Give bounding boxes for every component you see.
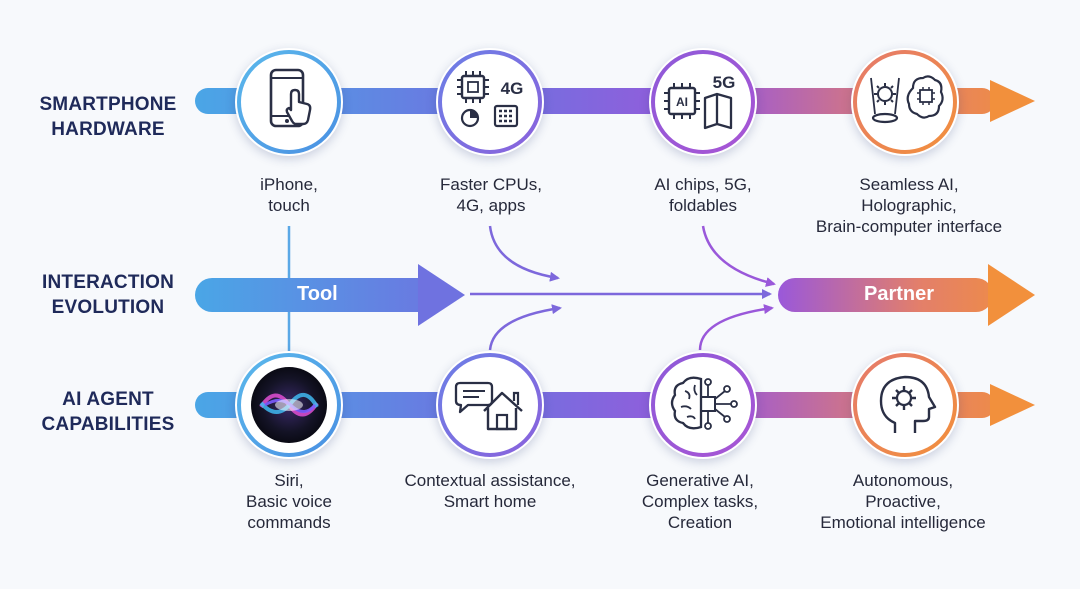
agent-caption-2-line1: Contextual assistance, bbox=[404, 471, 576, 490]
hardware-node-2: 4G bbox=[436, 48, 544, 156]
hardware-caption-1-line1: iPhone, bbox=[260, 175, 318, 194]
hologram-brain-chip-icon bbox=[853, 50, 957, 154]
badge-4g: 4G bbox=[501, 79, 524, 98]
row-label-agent: AI AGENT CAPABILITIES bbox=[18, 387, 198, 437]
agent-caption-1-line1: Siri, bbox=[274, 471, 304, 490]
agent-arrow-band bbox=[195, 384, 1035, 426]
tool-arrow bbox=[195, 264, 465, 326]
agent-node-1 bbox=[235, 351, 343, 459]
hardware-caption-2: Faster CPUs, 4G, apps bbox=[361, 174, 621, 216]
row-label-interaction: INTERACTION EVOLUTION bbox=[18, 270, 198, 320]
head-gear-icon bbox=[853, 353, 957, 457]
agent-caption-4: Autonomous, Proactive, Emotional intelli… bbox=[773, 470, 1033, 533]
hardware-caption-3-line2: foldables bbox=[668, 196, 738, 215]
hardware-caption-2-line1: Faster CPUs, bbox=[439, 175, 543, 194]
brain-circuit-icon bbox=[651, 353, 755, 457]
agent-caption-3-line2: Complex tasks, bbox=[641, 492, 759, 511]
agent-caption-2: Contextual assistance, Smart home bbox=[360, 470, 620, 512]
row-label-interaction-line2: EVOLUTION bbox=[51, 297, 165, 318]
agent-node-2 bbox=[436, 351, 544, 459]
agent-caption-3-line3: Creation bbox=[667, 513, 733, 532]
agent-caption-4-line2: Proactive, bbox=[865, 492, 941, 511]
curve-hardware-to-line-2 bbox=[701, 225, 776, 287]
row-label-agent-line1: AI AGENT bbox=[62, 389, 154, 410]
hardware-caption-1: iPhone, touch bbox=[159, 174, 419, 216]
hardware-caption-4-line2: Holographic, bbox=[861, 196, 957, 215]
hardware-caption-3: AI chips, 5G, foldables bbox=[573, 174, 833, 216]
hardware-node-4 bbox=[851, 48, 959, 156]
agent-caption-1-line3: commands bbox=[247, 513, 331, 532]
agent-caption-4-line1: Autonomous, bbox=[852, 471, 954, 490]
curve-agent-to-line-2 bbox=[698, 304, 774, 351]
siri-orb-icon bbox=[237, 353, 341, 457]
row-label-interaction-line1: INTERACTION bbox=[41, 272, 175, 293]
row-label-agent-line2: CAPABILITIES bbox=[41, 414, 175, 435]
chip-label-ai: AI bbox=[676, 95, 688, 109]
tool-label: Tool bbox=[297, 283, 338, 305]
hardware-caption-4: Seamless AI, Holographic, Brain-computer… bbox=[779, 174, 1039, 237]
agent-caption-1-line2: Basic voice bbox=[246, 492, 332, 511]
hardware-caption-4-line1: Seamless AI, bbox=[859, 175, 959, 194]
curve-hardware-to-line-1 bbox=[488, 225, 560, 282]
agent-node-3 bbox=[649, 351, 757, 459]
badge-5g: 5G bbox=[713, 73, 736, 92]
ai-chip-5g-foldable-icon: AI 5G bbox=[651, 50, 755, 154]
curve-agent-to-line-1 bbox=[488, 304, 562, 351]
agent-caption-1: Siri, Basic voice commands bbox=[159, 470, 419, 533]
agent-node-4 bbox=[851, 351, 959, 459]
row-label-hardware: SMARTPHONE HARDWARE bbox=[18, 92, 198, 142]
hardware-node-1 bbox=[235, 48, 343, 156]
hardware-caption-1-line2: touch bbox=[268, 196, 310, 215]
hardware-node-3: AI 5G bbox=[649, 48, 757, 156]
partner-label: Partner bbox=[864, 283, 935, 305]
agent-caption-2-line2: Smart home bbox=[443, 492, 537, 511]
agent-caption-4-line3: Emotional intelligence bbox=[820, 513, 986, 532]
agent-caption-3: Generative AI, Complex tasks, Creation bbox=[570, 470, 830, 533]
hardware-caption-3-line1: AI chips, 5G, bbox=[654, 175, 752, 194]
hardware-arrow-band bbox=[195, 80, 1035, 122]
cpu-4g-apps-icon: 4G bbox=[438, 50, 542, 154]
hardware-caption-4-line3: Brain-computer interface bbox=[815, 217, 1003, 236]
agent-caption-3-line1: Generative AI, bbox=[646, 471, 754, 490]
hardware-caption-2-line2: 4G, apps bbox=[456, 196, 526, 215]
row-label-hardware-line2: HARDWARE bbox=[51, 119, 165, 140]
smartphone-touch-icon bbox=[237, 50, 341, 154]
chat-smart-home-icon bbox=[438, 353, 542, 457]
row-label-hardware-line1: SMARTPHONE bbox=[39, 94, 177, 115]
partner-arrow bbox=[778, 264, 1035, 326]
